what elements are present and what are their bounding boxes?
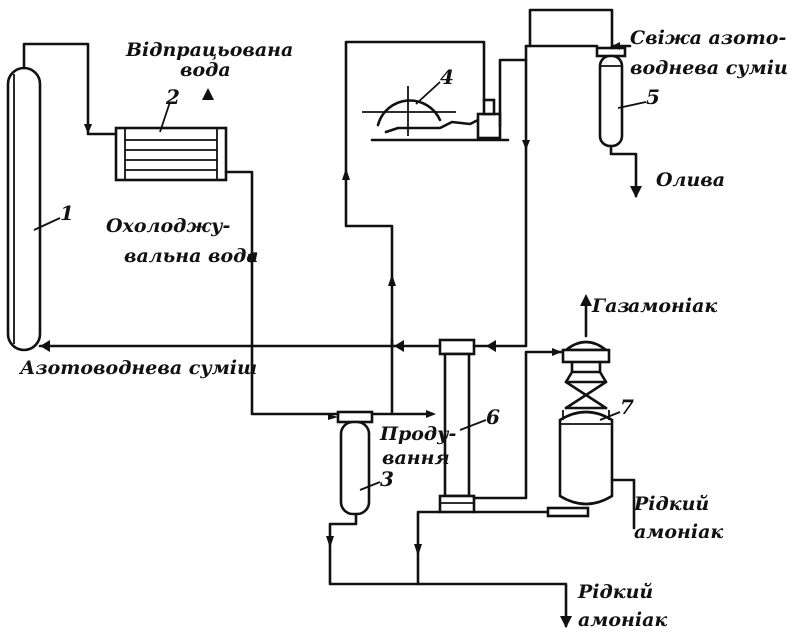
synthesis-column-1: [6, 66, 42, 352]
label-number-1: 1: [60, 201, 74, 225]
label-cooling-water-line2: вальна вода: [124, 245, 259, 267]
label-number-5: 5: [646, 85, 660, 109]
label-purge-line1: Проду-: [379, 423, 456, 445]
label-spent-water-line1: Відпрацьована: [125, 39, 293, 61]
label-number-4: 4: [440, 65, 454, 89]
label-nh-mix: Азотоводнева суміш: [18, 357, 257, 379]
label-cooling-water-line1: Охолоджу-: [106, 215, 231, 237]
label-number-3: 3: [380, 467, 394, 491]
label-fresh-mix-line1: Свіжа азото-: [630, 27, 786, 49]
label-gas-ammonia-line2: амоніак: [628, 295, 717, 317]
condensation-column-6: [438, 338, 476, 514]
oil-separator-5: [595, 46, 627, 148]
label-liquid-ammonia-bottom-line1: Рідкий: [577, 581, 653, 603]
compressor-4: [362, 86, 510, 142]
label-gas-ammonia-line1: Газ: [591, 295, 630, 317]
label-purge-line2: вання: [382, 447, 450, 469]
label-spent-water-line2: вода: [180, 59, 231, 81]
separator-3: [336, 410, 374, 516]
label-liquid-ammonia-right-line1: Рідкий: [633, 493, 709, 515]
piping: [22, 8, 638, 628]
label-fresh-mix-line2: воднева суміш: [630, 57, 787, 79]
flow-arrows: [40, 42, 642, 628]
label-number-2: 2: [165, 85, 180, 109]
label-number-7: 7: [620, 395, 634, 419]
leader-lines: [33, 81, 647, 491]
water-cooler-2: [114, 126, 228, 182]
evaporator-7: [558, 340, 614, 506]
label-liquid-ammonia-bottom-line2: амоніак: [578, 609, 667, 631]
label-oil: Олива: [656, 169, 725, 191]
label-number-6: 6: [486, 405, 500, 429]
label-liquid-ammonia-right-line2: амоніак: [634, 521, 723, 543]
